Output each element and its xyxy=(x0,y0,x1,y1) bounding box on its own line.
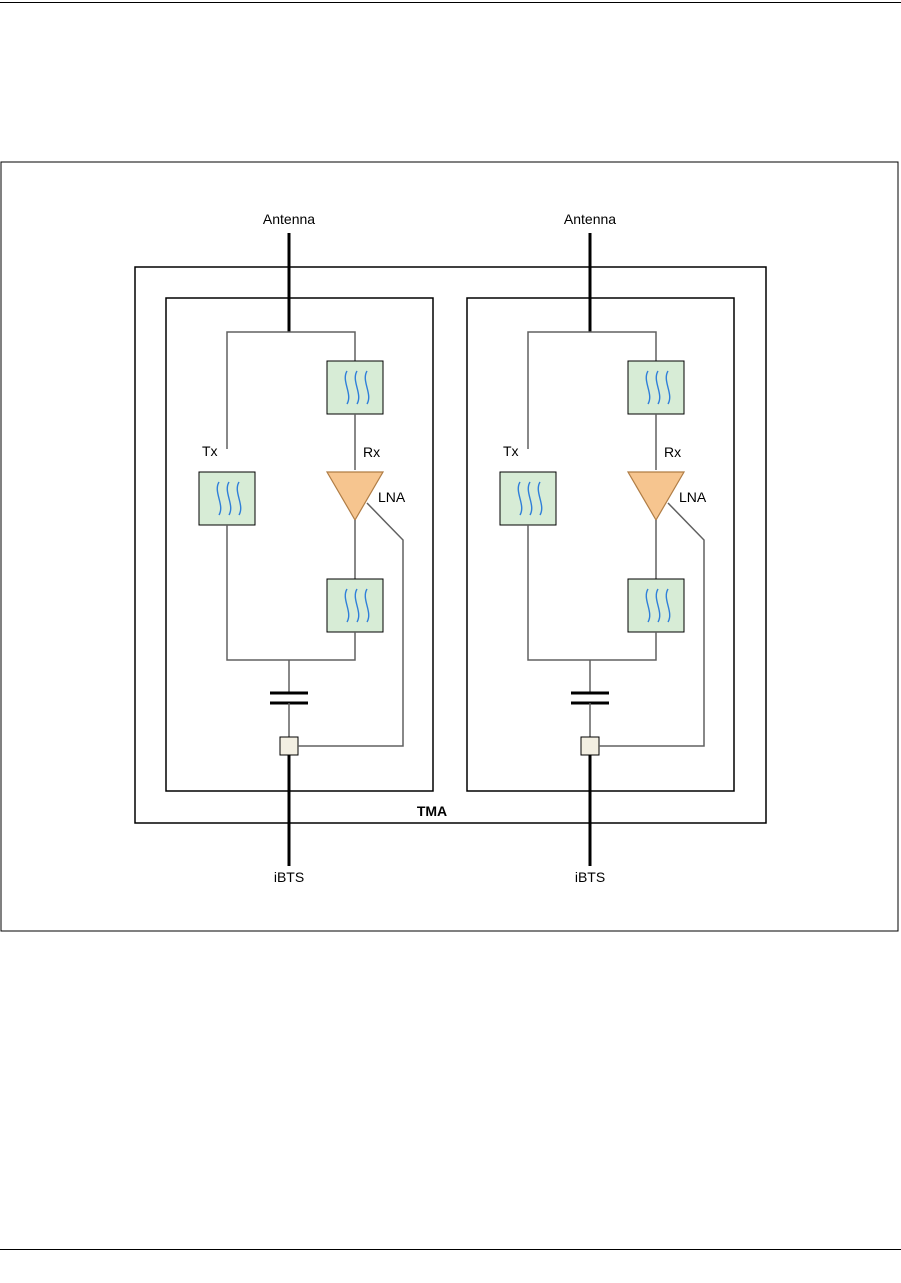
antenna-label: Antenna xyxy=(263,211,315,227)
tma-label: TMA xyxy=(417,803,447,819)
duplexer-box xyxy=(467,298,734,791)
tx-label: Tx xyxy=(503,443,519,459)
ibts-label: iBTS xyxy=(575,869,605,885)
page-bottom-rule xyxy=(0,1249,901,1250)
bias-tee-icon xyxy=(280,737,298,755)
rx-filter-bottom-icon xyxy=(327,579,383,632)
rx-filter-bottom-icon xyxy=(628,579,684,632)
antenna-label: Antenna xyxy=(564,211,616,227)
lna-amplifier-icon xyxy=(327,472,383,520)
lna-label: LNA xyxy=(378,489,406,505)
lna-label: LNA xyxy=(679,489,707,505)
duplexer-box xyxy=(166,298,433,791)
tma-outer-box xyxy=(135,267,766,823)
bias-tee-icon xyxy=(581,737,599,755)
tx-label: Tx xyxy=(202,443,218,459)
ibts-label: iBTS xyxy=(274,869,304,885)
rx-label: Rx xyxy=(363,444,380,460)
rx-filter-top-icon xyxy=(327,361,383,414)
rx-filter-top-icon xyxy=(628,361,684,414)
tx-filter-icon xyxy=(199,472,255,525)
tx-filter-icon xyxy=(500,472,556,525)
rx-label: Rx xyxy=(664,444,681,460)
lna-amplifier-icon xyxy=(628,472,684,520)
